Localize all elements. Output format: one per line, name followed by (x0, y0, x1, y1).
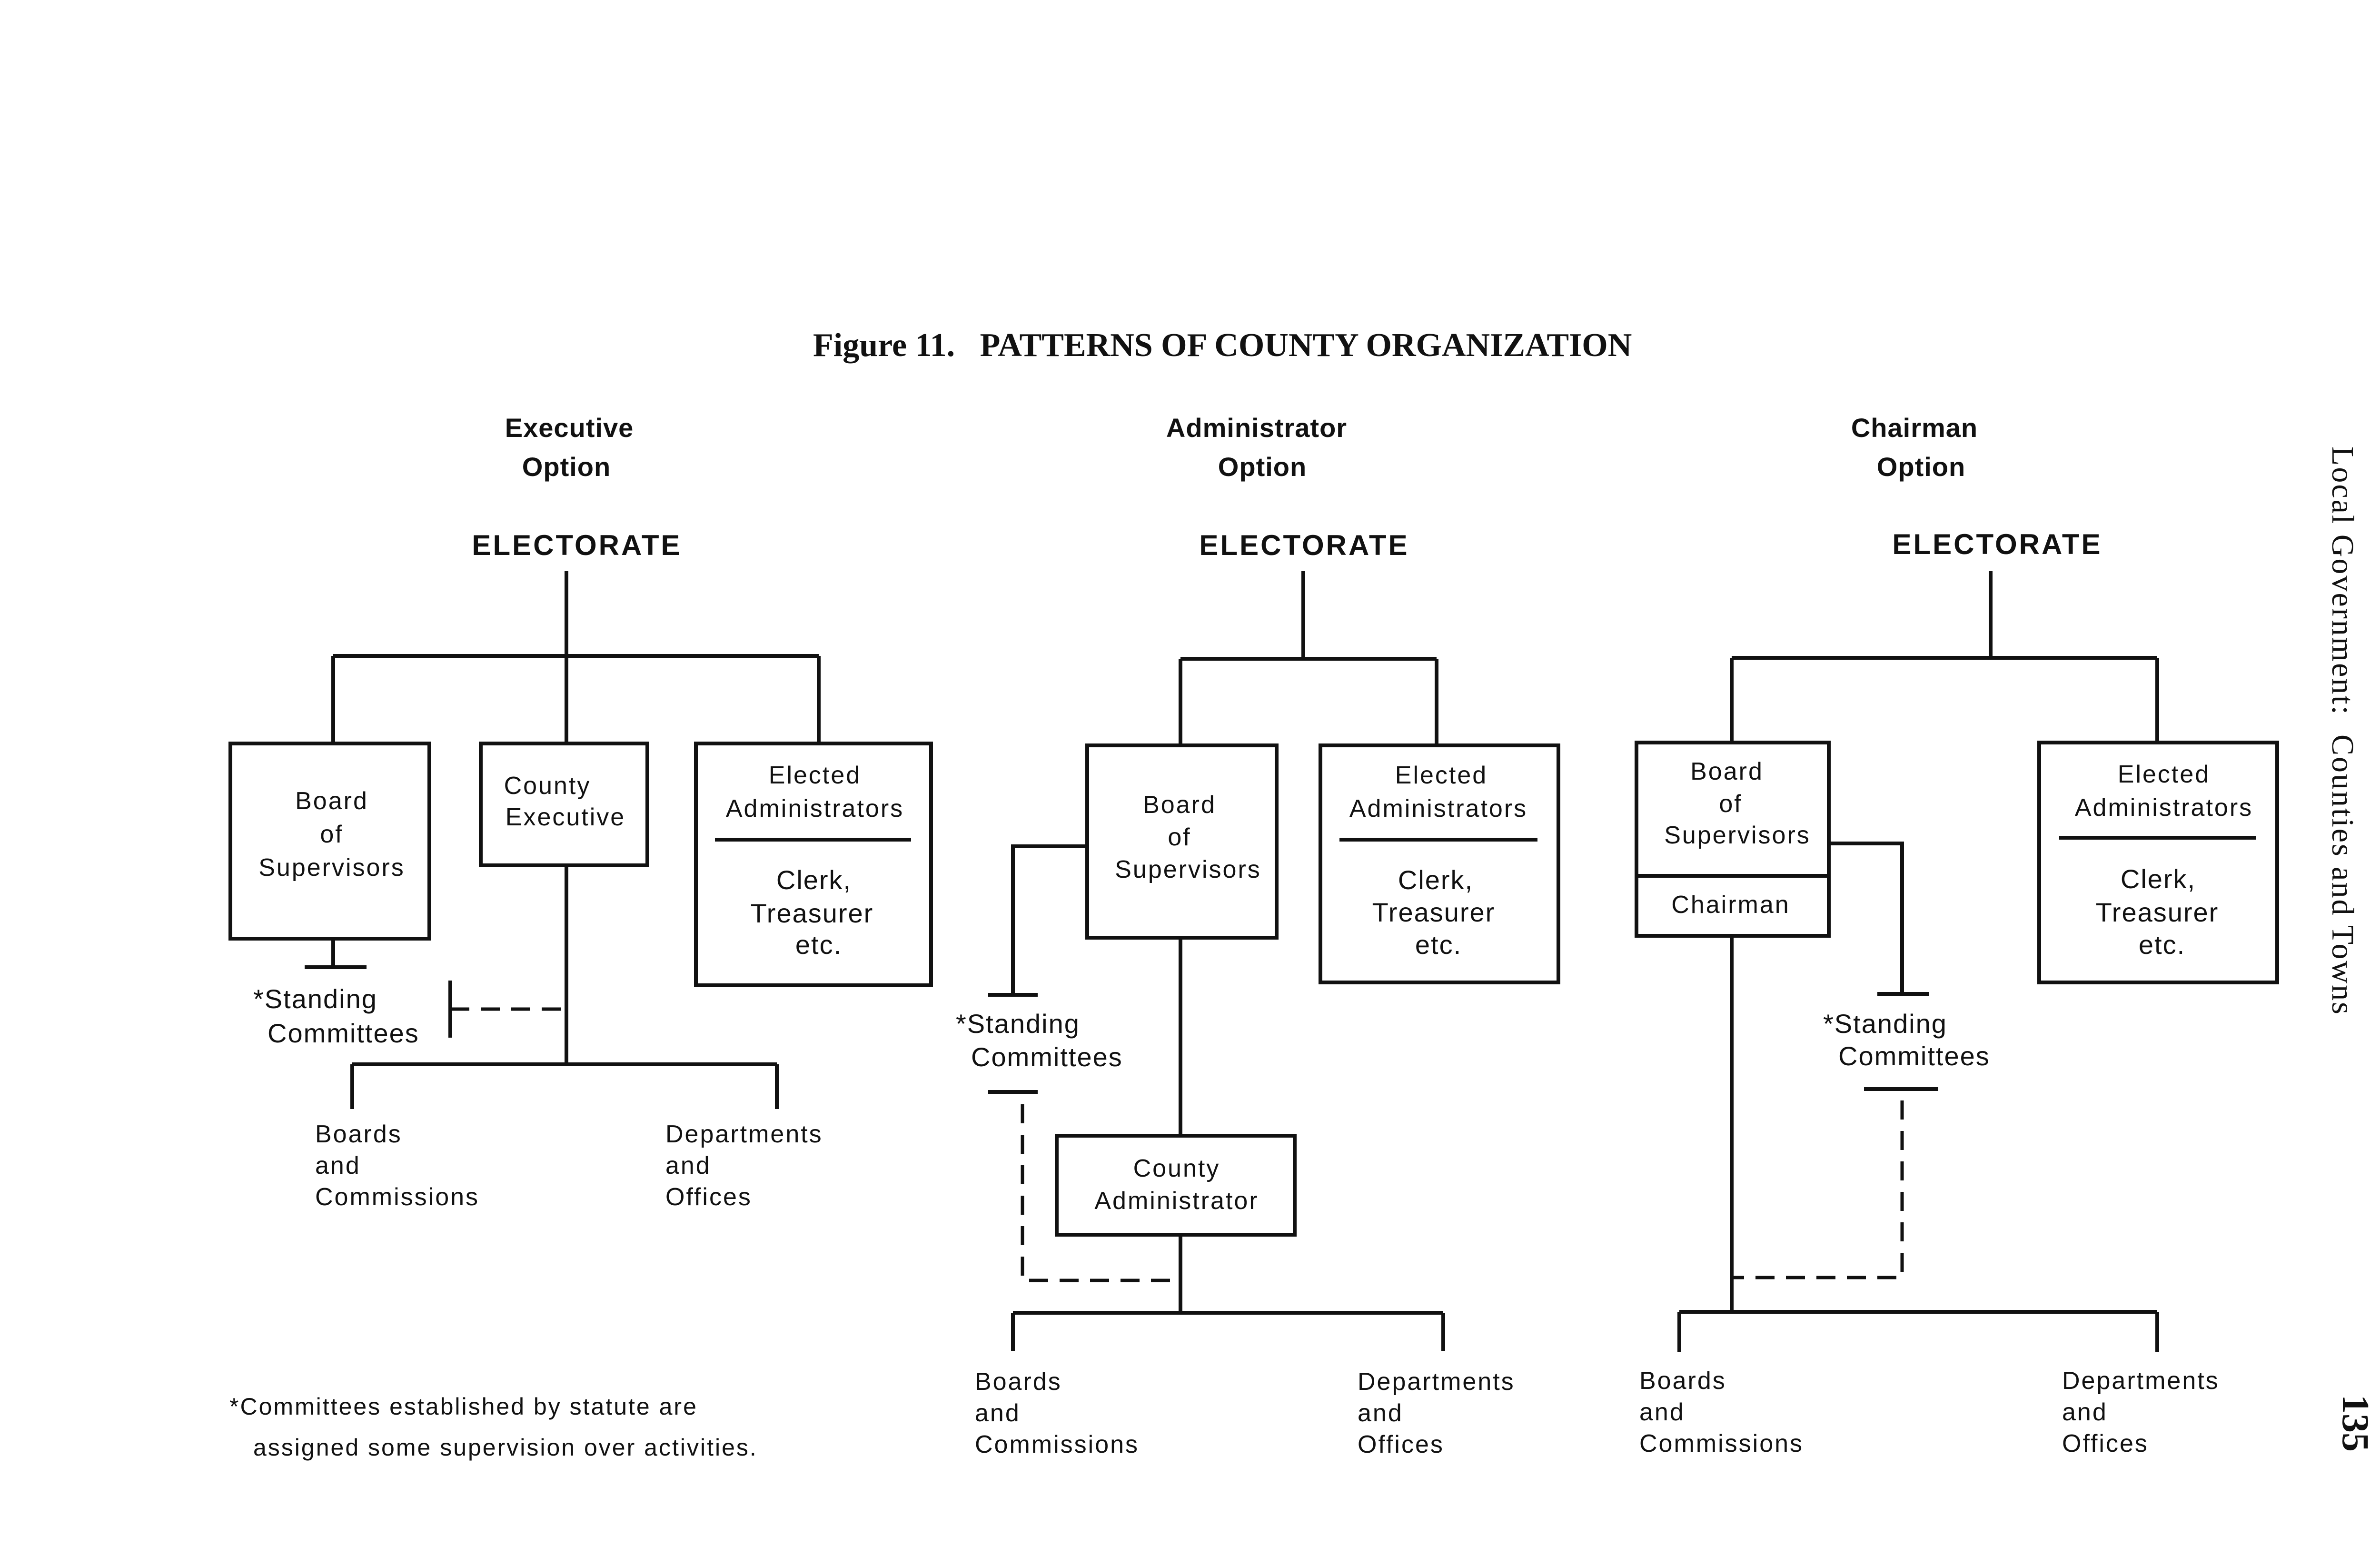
executive-connectors (305, 571, 821, 1109)
administrator-elected-label-5: etc. (1415, 930, 1462, 960)
executive-elected-label-4: Treasurer (751, 898, 874, 928)
chairman-elected-label-3: Clerk, (2121, 864, 2196, 894)
chairman-option-panel: Chairman Option ELECTORATE Board of Supe… (1635, 413, 2279, 1457)
chairman-departments-and-offices-line2: and (2062, 1398, 2108, 1426)
executive-electorate: ELECTORATE (472, 529, 682, 561)
executive-boards-and-commissions-line1: Boards (315, 1120, 402, 1148)
chairman-boards-and-commissions-line1: Boards (1639, 1367, 1726, 1395)
chairman-elected-label-1: Elected (2118, 761, 2210, 788)
chairman-board-label-3: Supervisors (1664, 822, 1811, 849)
executive-standing-committees-line1: *Standing (253, 984, 377, 1014)
chairman-board-label-2: of (1719, 790, 1742, 818)
chairman-elected-label-4: Treasurer (2096, 897, 2219, 927)
chairman-standing-committees-line1: *Standing (1823, 1009, 1947, 1039)
administrator-option-panel: Administrator Option ELECTORATE Board of… (956, 413, 1560, 1458)
administrator-departments-and-offices-line2: and (1358, 1399, 1403, 1427)
administrator-elected-label-4: Treasurer (1372, 897, 1496, 927)
administrator-option-heading-line2: Option (1218, 452, 1307, 482)
executive-standing-committees-line2: Committees (268, 1018, 419, 1048)
county-executive-label-2: Executive (506, 803, 625, 831)
chairman-connectors (1677, 571, 2159, 1352)
footnote-line2: assigned some supervision over activitie… (253, 1434, 758, 1461)
chairman-option-heading-line1: Chairman (1851, 413, 1978, 443)
chairman-board-label-1: Board (1690, 758, 1764, 785)
chairman-electorate: ELECTORATE (1892, 528, 2102, 560)
executive-departments-and-offices-line1: Departments (665, 1120, 823, 1148)
chairman-departments-and-offices-line3: Offices (2062, 1430, 2149, 1457)
chairman-elected-label-5: etc. (2139, 930, 2185, 960)
chairman-departments-and-offices-line1: Departments (2062, 1367, 2220, 1395)
county-executive-label-1: County (504, 772, 591, 800)
county-administrator-box (1055, 1134, 1297, 1237)
executive-elected-label-1: Elected (769, 762, 861, 789)
administrator-departments-and-offices-line3: Offices (1358, 1431, 1444, 1458)
county-executive-box (479, 742, 649, 867)
executive-option-heading-line1: Executive (505, 413, 634, 443)
administrator-board-of-supervisors-box (1085, 743, 1279, 940)
chairman-standing-committees-line2: Committees (1838, 1041, 1990, 1071)
chairman-boards-and-commissions-line2: and (1639, 1398, 1685, 1426)
administrator-connectors (988, 571, 1445, 1351)
administrator-boards-and-commissions-line3: Commissions (975, 1431, 1139, 1458)
executive-elected-administrators-box (694, 742, 933, 987)
administrator-boards-and-commissions-line1: Boards (975, 1368, 1062, 1396)
figure-title: Figure 11. PATTERNS OF COUNTY ORGANIZATI… (813, 327, 1632, 364)
executive-boards-and-commissions-line2: and (315, 1152, 361, 1179)
chairman-board-of-supervisors-box (1635, 741, 1831, 938)
administrator-option-heading-line1: Administrator (1166, 413, 1347, 443)
chairman-sub-box-label: Chairman (1671, 891, 1790, 919)
executive-elected-label-2: Administrators (726, 795, 904, 823)
administrator-boards-and-commissions-line2: and (975, 1399, 1021, 1427)
administrator-board-label-1: Board (1143, 791, 1216, 819)
administrator-board-label-3: Supervisors (1115, 856, 1261, 883)
chairman-boards-and-commissions-line3: Commissions (1639, 1430, 1804, 1457)
page-number: 135 (2334, 1395, 2376, 1452)
chairman-option-heading-line2: Option (1877, 452, 1965, 482)
executive-departments-and-offices-line2: and (665, 1152, 711, 1179)
footnote-line1: *Committees established by statute are (229, 1393, 698, 1420)
running-head: Local Government: Counties and Towns (2325, 446, 2360, 1016)
chairman-elected-administrators-box (2037, 741, 2279, 984)
executive-option-heading-line2: Option (522, 452, 611, 482)
administrator-standing-committees-line1: *Standing (956, 1009, 1080, 1039)
administrator-elected-label-2: Administrators (1349, 795, 1527, 823)
administrator-standing-committees-line2: Committees (971, 1042, 1123, 1072)
administrator-elected-administrators-box (1319, 743, 1560, 984)
administrator-electorate: ELECTORATE (1199, 529, 1409, 561)
executive-departments-and-offices-line3: Offices (665, 1183, 752, 1211)
executive-elected-label-3: Clerk, (776, 865, 852, 895)
county-administrator-label-2: Administrator (1094, 1187, 1259, 1215)
county-administrator-label-1: County (1133, 1155, 1220, 1182)
administrator-departments-and-offices-line1: Departments (1358, 1368, 1515, 1396)
executive-boards-and-commissions-line3: Commissions (315, 1183, 479, 1211)
administrator-elected-label-1: Elected (1395, 762, 1488, 789)
executive-board-label-1: Board (295, 787, 368, 815)
executive-board-label-2: of (320, 821, 343, 848)
chairman-elected-label-2: Administrators (2075, 794, 2253, 822)
executive-board-of-supervisors-box (228, 742, 431, 941)
executive-board-label-3: Supervisors (258, 854, 405, 882)
administrator-elected-label-3: Clerk, (1398, 865, 1473, 895)
administrator-board-label-2: of (1168, 823, 1191, 851)
executive-option-panel: Executive Option ELECTORATE Board of Sup… (228, 413, 933, 1211)
executive-elected-label-5: etc. (795, 930, 842, 960)
